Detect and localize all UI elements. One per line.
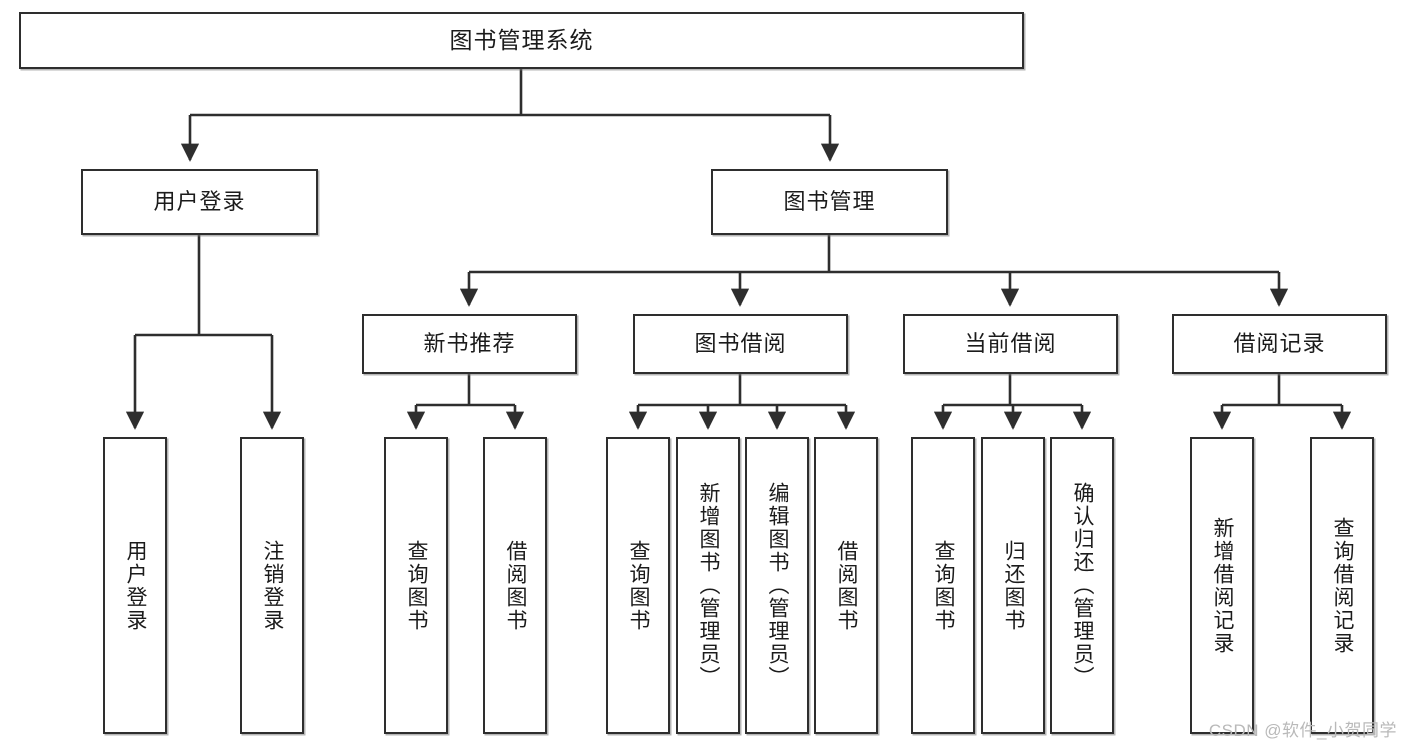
node-current-borrow[interactable]: 当前借阅: [903, 314, 1118, 374]
leaf-borrow-book-1[interactable]: 借阅图书: [483, 437, 547, 734]
leaf-label: 新增图书（管理员）: [697, 482, 721, 689]
leaf-label: 确认归还（管理员）: [1071, 482, 1095, 689]
leaf-label: 查询图书: [405, 539, 429, 632]
leaf-add-book-admin[interactable]: 新增图书（管理员）: [676, 437, 740, 734]
leaf-label: 用户登录: [124, 539, 148, 632]
leaf-return-book[interactable]: 归还图书: [981, 437, 1045, 734]
node-new-book-recommend[interactable]: 新书推荐: [362, 314, 577, 374]
node-book-manage[interactable]: 图书管理: [711, 169, 948, 235]
leaf-label: 借阅图书: [504, 539, 528, 632]
leaf-label: 查询借阅记录: [1331, 516, 1355, 655]
leaf-label: 注销登录: [261, 539, 285, 632]
leaf-query-book-1[interactable]: 查询图书: [384, 437, 448, 734]
leaf-add-borrow-record[interactable]: 新增借阅记录: [1190, 437, 1254, 734]
leaf-label: 查询图书: [932, 539, 956, 632]
leaf-borrow-book-2[interactable]: 借阅图书: [814, 437, 878, 734]
leaf-user-login[interactable]: 用户登录: [103, 437, 167, 734]
leaf-query-book-3[interactable]: 查询图书: [911, 437, 975, 734]
leaf-edit-book-admin[interactable]: 编辑图书（管理员）: [745, 437, 809, 734]
leaf-label: 查询图书: [627, 539, 651, 632]
node-user-login[interactable]: 用户登录: [81, 169, 318, 235]
leaf-label: 借阅图书: [835, 539, 859, 632]
leaf-query-borrow-record[interactable]: 查询借阅记录: [1310, 437, 1374, 734]
leaf-confirm-return-admin[interactable]: 确认归还（管理员）: [1050, 437, 1114, 734]
leaf-label: 归还图书: [1002, 539, 1026, 632]
node-root-system[interactable]: 图书管理系统: [19, 12, 1024, 69]
leaf-label: 编辑图书（管理员）: [766, 482, 790, 689]
leaf-label: 新增借阅记录: [1211, 516, 1235, 655]
leaf-user-logout[interactable]: 注销登录: [240, 437, 304, 734]
node-book-borrow[interactable]: 图书借阅: [633, 314, 848, 374]
csdn-watermark: CSDN @软件_小贺同学: [1208, 721, 1397, 740]
node-borrow-record[interactable]: 借阅记录: [1172, 314, 1387, 374]
leaf-query-book-2[interactable]: 查询图书: [606, 437, 670, 734]
